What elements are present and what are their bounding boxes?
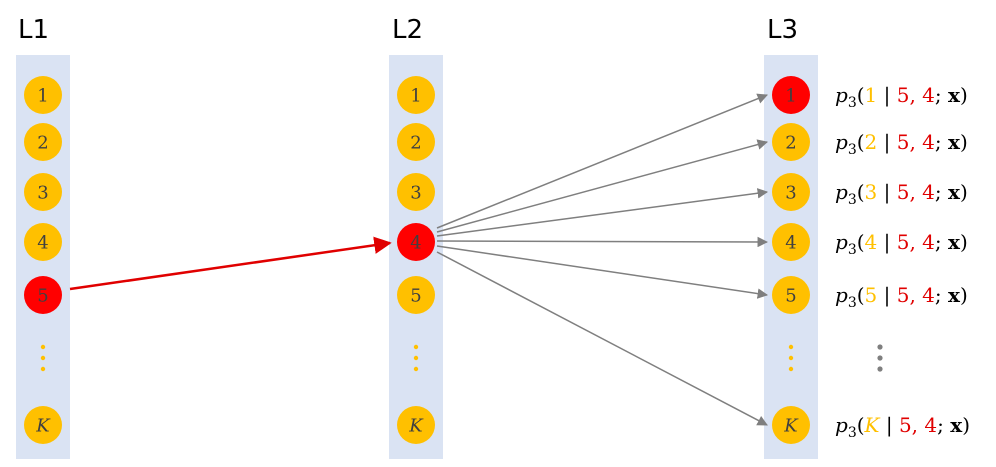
node-label: 1	[410, 86, 421, 107]
node-circle	[772, 173, 810, 211]
node-label: K	[783, 416, 799, 437]
vertical-dots-icon	[413, 344, 419, 372]
node-circle	[24, 223, 62, 261]
node-circle	[24, 406, 62, 444]
node-l2-3: 3	[397, 173, 435, 211]
node-label: 1	[785, 86, 796, 107]
node-label: 5	[37, 286, 48, 307]
node-l3-3: 3	[772, 173, 810, 211]
node-circle	[397, 406, 435, 444]
node-label: 5	[410, 286, 421, 307]
node-circle	[397, 173, 435, 211]
column-title-l3: L3	[767, 15, 798, 45]
node-l3-k: K	[772, 406, 810, 444]
arrow-l1-to-l2	[69, 236, 392, 291]
vertical-dots-icon	[788, 344, 794, 372]
node-circle	[772, 406, 810, 444]
node-l2-5: 5	[397, 276, 435, 314]
node-circle	[772, 123, 810, 161]
node-circle	[397, 76, 435, 114]
node-label: 4	[785, 233, 796, 254]
probability-formula: p3(5 | 5, 4; x)	[835, 283, 968, 311]
probability-formula: p3(2 | 5, 4; x)	[835, 130, 968, 158]
probability-formula: p3(3 | 5, 4; x)	[835, 180, 968, 208]
node-label: 3	[410, 183, 421, 204]
probability-formula: p3(4 | 5, 4; x)	[835, 230, 968, 258]
arrow-l2-to-l3	[436, 139, 769, 233]
arrow-l2-to-l3	[436, 245, 769, 299]
node-label: 2	[785, 133, 796, 154]
node-l2-1: 1	[397, 76, 435, 114]
node-label: 3	[785, 183, 796, 204]
node-label: 1	[37, 86, 48, 107]
node-l1-2: 2	[24, 123, 62, 161]
node-label: K	[35, 416, 51, 437]
node-l1-3: 3	[24, 173, 62, 211]
node-label: K	[408, 416, 424, 437]
node-circle	[772, 223, 810, 261]
vertical-dots-icon	[877, 344, 883, 372]
node-label: 2	[410, 133, 421, 154]
arrow-l2-to-l3	[436, 236, 769, 248]
column-title-l1: L1	[18, 15, 49, 45]
node-l3-2: 2	[772, 123, 810, 161]
nodes-layer: 1 2 3 4 5K 1 2 3 4 5K 1 2 3 4 5K	[24, 76, 810, 444]
node-circle	[24, 76, 62, 114]
column-title-l2: L2	[392, 15, 423, 45]
node-circle	[772, 276, 810, 314]
arrow-l2-to-l3	[436, 93, 768, 229]
node-label: 4	[37, 233, 48, 254]
node-label: 4	[410, 233, 421, 254]
node-label: 3	[37, 183, 48, 204]
arrow-l2-to-l3	[436, 251, 768, 426]
node-l3-1: 1	[772, 76, 810, 114]
node-circle	[397, 276, 435, 314]
probability-formula: p3(1 | 5, 4; x)	[835, 83, 968, 111]
node-l3-5: 5	[772, 276, 810, 314]
node-l2-2: 2	[397, 123, 435, 161]
node-circle	[24, 173, 62, 211]
node-label: 5	[785, 286, 796, 307]
node-circle	[24, 123, 62, 161]
node-l3-4: 4	[772, 223, 810, 261]
probability-formula: p3(K | 5, 4; x)	[835, 413, 970, 441]
node-circle	[397, 223, 435, 261]
vertical-dots-icon	[40, 344, 46, 372]
node-l1-1: 1	[24, 76, 62, 114]
formulas-layer: p3(1 | 5, 4; x) p3(2 | 5, 4; x) p3(3 | 5, …	[835, 83, 970, 441]
node-l1-4: 4	[24, 223, 62, 261]
node-l2-k: K	[397, 406, 435, 444]
arrow-l2-to-l3	[436, 188, 769, 237]
node-l1-k: K	[24, 406, 62, 444]
node-circle	[772, 76, 810, 114]
node-circle	[397, 123, 435, 161]
node-label: 2	[37, 133, 48, 154]
node-circle	[24, 276, 62, 314]
arrows-layer	[69, 93, 769, 426]
node-l2-4: 4	[397, 223, 435, 261]
node-l1-5: 5	[24, 276, 62, 314]
